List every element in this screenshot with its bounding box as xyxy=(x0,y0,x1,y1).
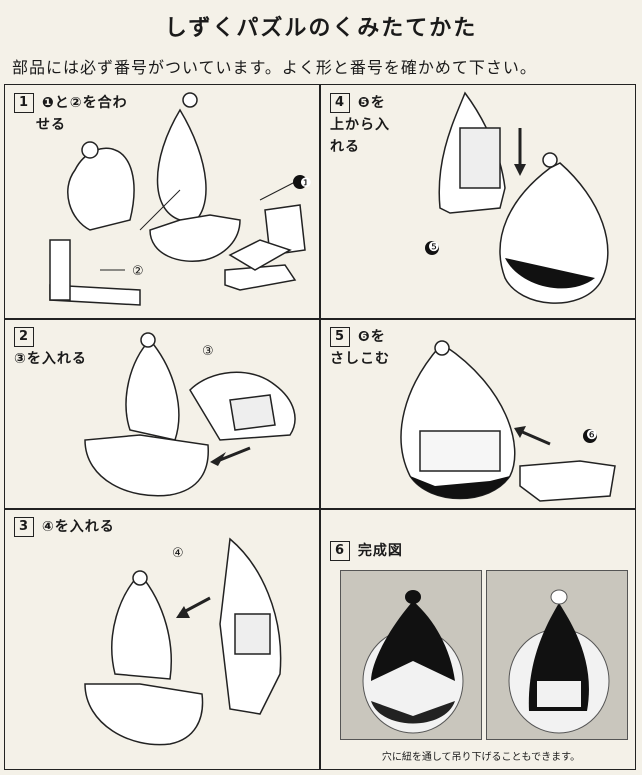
step-number: 2 xyxy=(14,327,34,347)
part-5-label: ❺ xyxy=(428,240,440,255)
step-number: 3 xyxy=(14,517,34,537)
step-number: 6 xyxy=(330,541,350,561)
step-1-illustration xyxy=(49,92,307,306)
photo-completed-back xyxy=(486,570,628,740)
step-4: 4 ❺を 上から入 れる xyxy=(330,92,390,158)
step-text-cont2: れる xyxy=(330,139,360,155)
part-4-label: ④ xyxy=(172,546,184,561)
step-6: 6 完成図 xyxy=(330,540,403,562)
step-number: 4 xyxy=(330,93,350,113)
step-number: 5 xyxy=(330,327,350,347)
step-5: 5 ❻を さしこむ xyxy=(330,326,390,370)
part-6-label: ❻ xyxy=(586,428,598,443)
step-4-illustration xyxy=(425,91,609,304)
photo-completed-front xyxy=(340,570,482,740)
step-3-illustration xyxy=(84,537,282,746)
step-text: ❶と②を合わ xyxy=(41,95,128,111)
step-text: ④を入れる xyxy=(41,519,115,535)
step-text: 完成図 xyxy=(357,543,403,559)
step-text: ❺を xyxy=(357,95,386,111)
part-2-label: ② xyxy=(132,264,144,279)
part-1-label: ❶ xyxy=(300,176,312,191)
photo-caption: 穴に紐を通して吊り下げることもできます。 xyxy=(381,752,581,763)
part-3-label: ③ xyxy=(202,344,214,359)
step-text: ❻を xyxy=(357,329,386,345)
row-divider-2 xyxy=(4,508,636,510)
step-number: 1 xyxy=(14,93,34,113)
intro-text: 部品には必ず番号がついています。よく形と番号を確かめて下さい。 xyxy=(12,58,537,77)
column-divider xyxy=(319,84,321,770)
step-5-illustration xyxy=(400,340,616,502)
step-text: ③を入れる xyxy=(14,351,87,367)
step-text-cont: 上から入 xyxy=(330,117,390,133)
step-3: 3 ④を入れる xyxy=(14,516,115,538)
step-text-cont: さしこむ xyxy=(330,351,390,367)
step-2-illustration xyxy=(84,332,296,497)
page-title: しずくパズルのくみたてかた xyxy=(164,16,478,41)
step-text-cont: せる xyxy=(36,117,66,133)
step-1: 1 ❶と②を合わ せる xyxy=(14,92,128,136)
row-divider-1 xyxy=(4,318,636,320)
step-2: 2 ③を入れる xyxy=(14,326,87,370)
